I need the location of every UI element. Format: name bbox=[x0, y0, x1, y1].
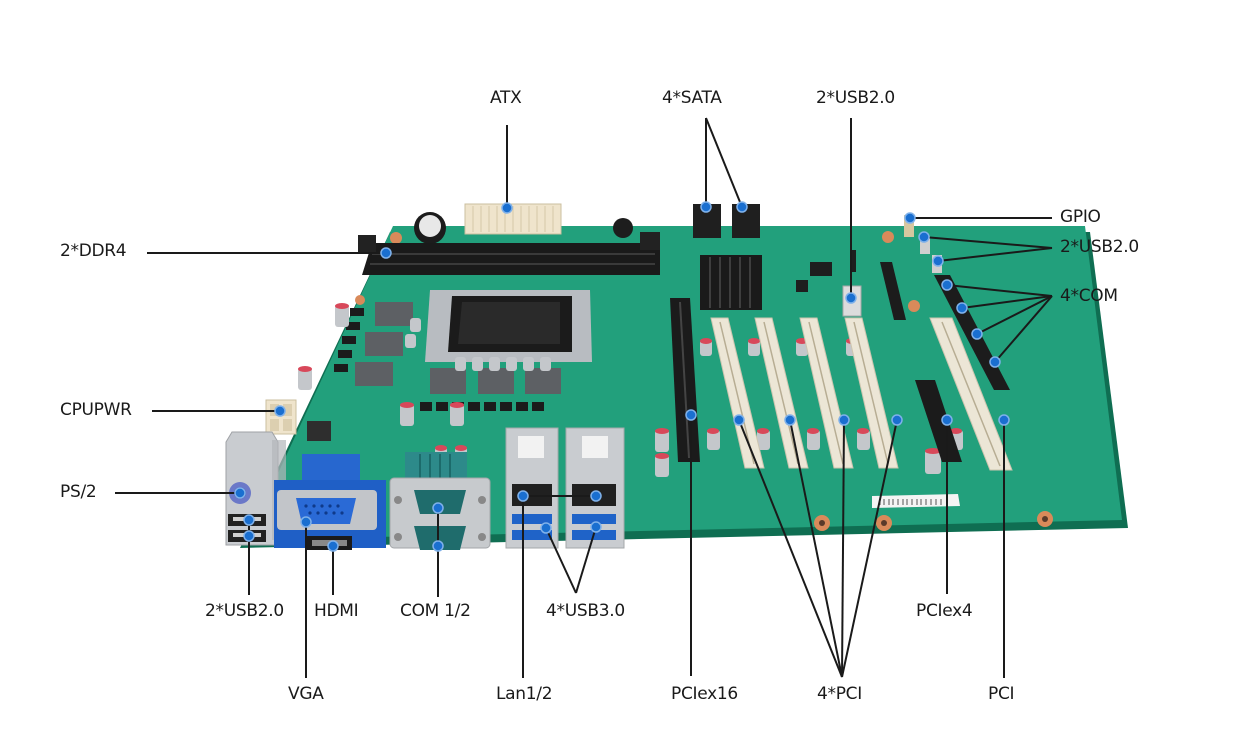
dot-com-1 bbox=[941, 279, 953, 291]
label-vga: VGA bbox=[288, 684, 324, 704]
cpu-socket bbox=[425, 290, 592, 362]
dot-usb20-right-2 bbox=[932, 255, 944, 267]
dot-gpio bbox=[904, 212, 916, 224]
ic-chips bbox=[796, 250, 856, 292]
dot-usb30-1 bbox=[540, 522, 552, 534]
label-sata: 4*SATA bbox=[662, 88, 722, 108]
label-hdmi: HDMI bbox=[314, 601, 359, 621]
leader-usb30-2 bbox=[575, 526, 597, 594]
label-ddr4: 2*DDR4 bbox=[60, 241, 127, 261]
dot-atx bbox=[501, 202, 513, 214]
inductor bbox=[307, 421, 331, 441]
leader-sata-2 bbox=[705, 117, 743, 208]
dot-lan-2 bbox=[590, 490, 602, 502]
leader-usb20-right-2 bbox=[937, 247, 1053, 262]
mounting-hole bbox=[908, 300, 920, 312]
leader-com-4 bbox=[994, 295, 1053, 363]
label-pci4: 4*PCI bbox=[817, 684, 862, 704]
dot-pci-1 bbox=[733, 414, 745, 426]
leader-pci4-3 bbox=[841, 419, 845, 678]
dot-usb30-2 bbox=[590, 521, 602, 533]
dot-cpupwr bbox=[274, 405, 286, 417]
leader-pci4-2 bbox=[789, 419, 843, 678]
atx-connector bbox=[464, 203, 562, 235]
dot-ps2 bbox=[234, 487, 246, 499]
label-pci: PCI bbox=[988, 684, 1015, 704]
mounting-hole bbox=[882, 231, 894, 243]
dot-pci-3 bbox=[838, 414, 850, 426]
dot-pciex16 bbox=[685, 409, 697, 421]
label-usb20-right: 2*USB2.0 bbox=[1060, 237, 1139, 257]
label-pciex4: PCIex4 bbox=[916, 601, 973, 621]
mounting-hole bbox=[390, 232, 402, 244]
label-usb30: 4*USB3.0 bbox=[546, 601, 625, 621]
leader-usb20-right-1 bbox=[923, 236, 1053, 249]
dot-sata-1 bbox=[700, 201, 712, 213]
dot-usb20-right-1 bbox=[918, 231, 930, 243]
callout-dots bbox=[234, 201, 1010, 552]
label-usb20-top: 2*USB2.0 bbox=[816, 88, 895, 108]
capacitors bbox=[298, 303, 963, 477]
leader-pci4-4 bbox=[841, 419, 898, 678]
pciex16-slot bbox=[670, 298, 700, 462]
label-usb20-rear: 2*USB2.0 bbox=[205, 601, 284, 621]
vga-hdmi-stack bbox=[274, 454, 386, 550]
dot-pciex4 bbox=[941, 414, 953, 426]
dot-usb20-top bbox=[845, 292, 857, 304]
pciex4-slot bbox=[915, 380, 962, 462]
leader-com-3 bbox=[976, 295, 1053, 335]
cpupwr-connector bbox=[265, 399, 297, 435]
mounting-hole bbox=[355, 295, 365, 305]
label-pciex16: PCIex16 bbox=[671, 684, 738, 704]
leader-com-2 bbox=[961, 295, 1053, 309]
dot-pci-4 bbox=[891, 414, 903, 426]
label-cpupwr: CPUPWR bbox=[60, 400, 132, 420]
dot-pci-2 bbox=[784, 414, 796, 426]
leader-com-1 bbox=[946, 284, 1053, 297]
dot-hdmi bbox=[327, 540, 339, 552]
chipset-heatsink bbox=[700, 255, 762, 310]
leader-pci4-1 bbox=[738, 419, 843, 678]
buzzer bbox=[613, 218, 633, 238]
dot-sata-2 bbox=[736, 201, 748, 213]
label-atx: ATX bbox=[490, 88, 522, 108]
dot-usb20-rear-1 bbox=[243, 514, 255, 526]
dot-com-1-rear bbox=[432, 502, 444, 514]
label-com12: COM 1/2 bbox=[400, 601, 471, 621]
dot-com-4 bbox=[989, 356, 1001, 368]
label-gpio: GPIO bbox=[1060, 207, 1101, 227]
leader-lines bbox=[115, 117, 1053, 678]
dot-ddr4 bbox=[380, 247, 392, 259]
ddr4-slots bbox=[358, 232, 660, 275]
dot-com-2 bbox=[956, 302, 968, 314]
dot-com-3 bbox=[971, 328, 983, 340]
dot-usb20-rear-2 bbox=[243, 530, 255, 542]
dot-pci-single bbox=[998, 414, 1010, 426]
label-ps2: PS/2 bbox=[60, 482, 97, 502]
dot-vga bbox=[300, 516, 312, 528]
leader-usb30-1 bbox=[545, 527, 577, 594]
dot-lan-1 bbox=[517, 490, 529, 502]
dot-com-2-rear bbox=[432, 540, 444, 552]
vrm-chokes bbox=[355, 302, 561, 394]
label-lan: Lan1/2 bbox=[496, 684, 553, 704]
label-com-right: 4*COM bbox=[1060, 286, 1118, 306]
cmos-battery bbox=[414, 212, 446, 244]
